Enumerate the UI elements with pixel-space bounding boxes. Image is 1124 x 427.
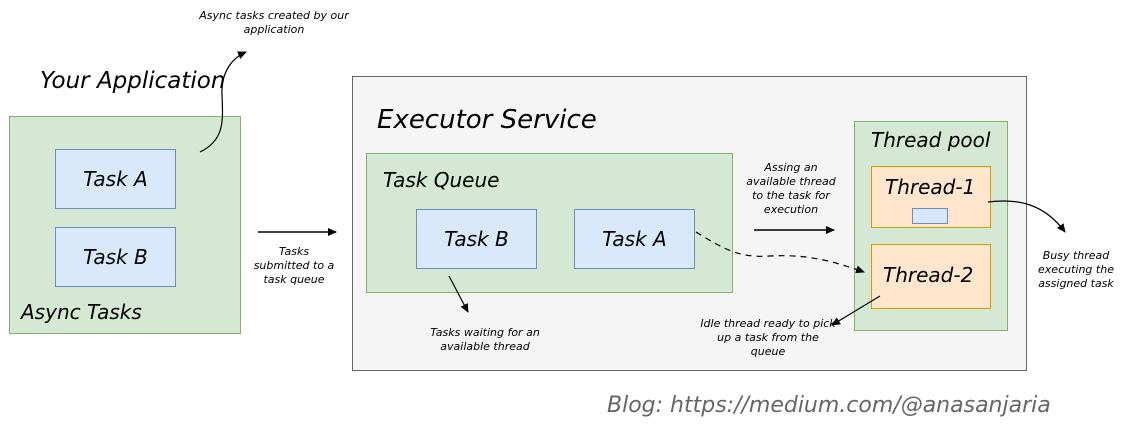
async-tasks-label: Async Tasks [21, 300, 142, 324]
assign-note: Assing an available thread to the task f… [746, 161, 836, 216]
thread-1: Thread-1 [871, 166, 991, 228]
submit-note: Tasks submitted to a task queue [253, 245, 335, 286]
app-task-a-label: Task A [83, 167, 148, 191]
app-note: Async tasks created by our application [199, 9, 349, 36]
thread-1-label: Thread-1 [885, 175, 976, 199]
task-queue: Task Queue Task B Task A [366, 153, 733, 293]
idle-note: Idle thread ready to pick up a task from… [700, 317, 836, 358]
app-title: Your Application [40, 68, 226, 94]
waiting-note: Tasks waiting for an available thread [430, 326, 540, 353]
app-task-b-label: Task B [83, 245, 148, 269]
queue-task-a: Task A [574, 209, 695, 269]
assigned-task-indicator [912, 208, 948, 224]
queue-task-a-label: Task A [602, 227, 667, 251]
async-tasks-group: Task A Task B Async Tasks [9, 116, 241, 334]
thread-pool: Thread pool Thread-1 Thread-2 [854, 121, 1008, 331]
queue-task-b-label: Task B [444, 227, 509, 251]
executor-title: Executor Service [377, 105, 597, 135]
thread-2: Thread-2 [871, 244, 991, 309]
app-task-b: Task B [55, 227, 176, 287]
executor-service: Executor Service Task Queue Task B Task … [352, 76, 1027, 371]
blog-credit: Blog: https://medium.com/@anasanjaria [607, 393, 1051, 418]
thread-pool-title: Thread pool [871, 128, 991, 152]
busy-note: Busy thread executing the assigned task [1038, 249, 1114, 290]
queue-task-b: Task B [416, 209, 537, 269]
app-task-a: Task A [55, 149, 176, 209]
task-queue-title: Task Queue [383, 168, 500, 192]
thread-2-label: Thread-2 [883, 263, 974, 287]
